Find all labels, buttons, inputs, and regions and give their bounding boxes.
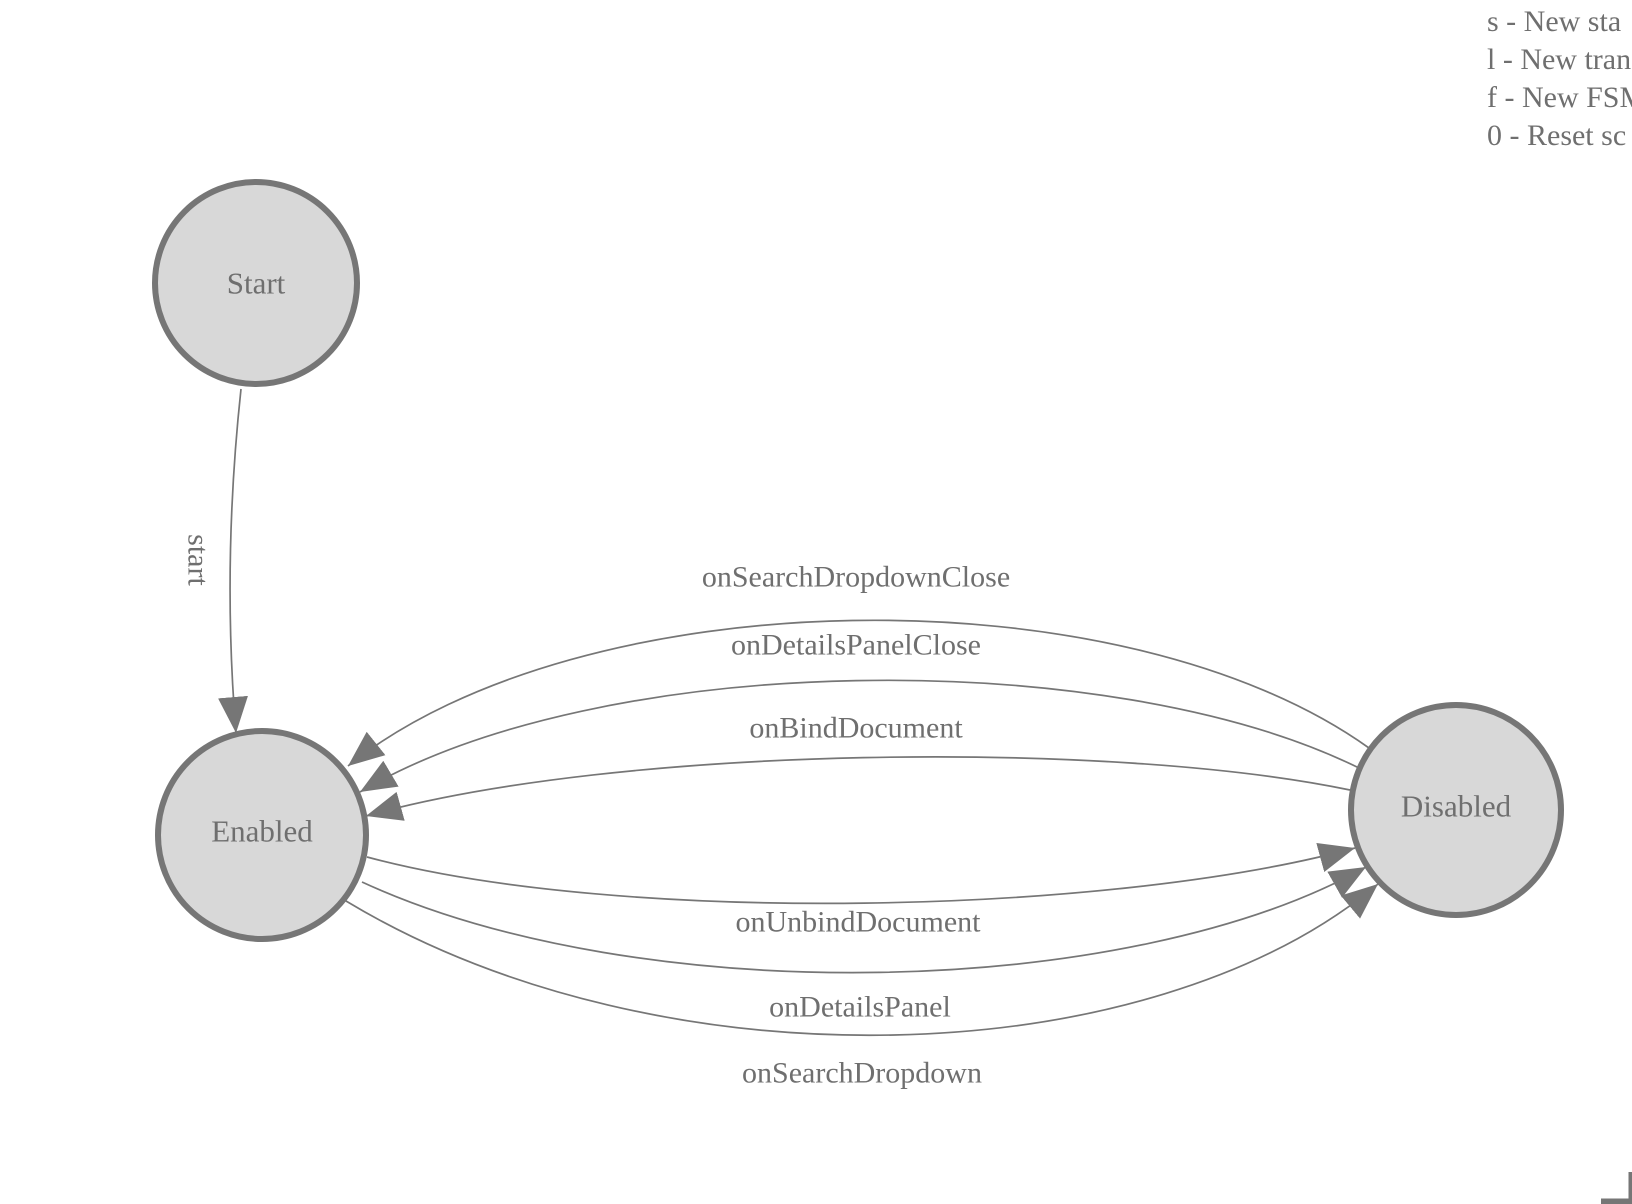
state-node-start[interactable]: Start	[152, 179, 360, 387]
transition-start[interactable]: start	[182, 388, 248, 734]
transition-start-path[interactable]	[218, 388, 248, 734]
transition-onBindDocument[interactable]: onBindDocument	[365, 712, 1351, 821]
transition-start-label: start	[182, 534, 215, 586]
transition-onSearchDropdownClose-path[interactable]	[347, 619, 1370, 767]
transition-onSearchDropdown[interactable]: onSearchDropdown	[345, 883, 1379, 1090]
state-node-disabled[interactable]: Disabled	[1348, 702, 1564, 918]
transition-onSearchDropdown-label: onSearchDropdown	[742, 1057, 982, 1090]
state-circle-start[interactable]	[152, 179, 360, 387]
transition-onDetailsPanelClose[interactable]: onDetailsPanelClose	[359, 629, 1360, 793]
canvas-corner-vertical-bar	[1628, 1172, 1632, 1204]
shortcut-legend: s - New sta l - New tran f - New FSM 0 -…	[1487, 5, 1632, 152]
state-label-disabled: Disabled	[1401, 789, 1512, 824]
transition-onDetailsPanelClose-path[interactable]	[359, 679, 1360, 793]
transition-onDetailsPanel[interactable]: onDetailsPanel	[361, 866, 1367, 1024]
transition-onDetailsPanel-path[interactable]	[361, 866, 1367, 974]
canvas-corner-marker	[1601, 1172, 1632, 1204]
transition-onSearchDropdownClose-label: onSearchDropdownClose	[702, 561, 1010, 594]
transition-onUnbindDocument[interactable]: onUnbindDocument	[366, 843, 1356, 939]
transition-onSearchDropdownClose[interactable]: onSearchDropdownClose	[347, 561, 1370, 767]
legend-line-new-state: s - New sta	[1487, 5, 1621, 38]
canvas-corner-horizontal-bar	[1601, 1198, 1632, 1204]
legend-line-reset: 0 - Reset sc	[1487, 119, 1626, 152]
state-circle-disabled[interactable]	[1348, 702, 1564, 918]
transition-onSearchDropdown-path[interactable]	[345, 883, 1379, 1037]
state-label-enabled: Enabled	[211, 814, 313, 849]
legend-line-new-transition: l - New tran	[1487, 43, 1631, 76]
transition-onDetailsPanel-label: onDetailsPanel	[769, 991, 951, 1024]
state-node-enabled[interactable]: Enabled	[155, 728, 369, 942]
transition-onBindDocument-path[interactable]	[365, 756, 1351, 821]
state-label-start: Start	[227, 266, 286, 301]
transition-onBindDocument-label: onBindDocument	[749, 712, 963, 745]
state-circle-enabled[interactable]	[155, 728, 369, 942]
legend-line-new-fsm: f - New FSM	[1487, 81, 1632, 114]
transition-onUnbindDocument-path[interactable]	[366, 843, 1356, 905]
transition-onUnbindDocument-label: onUnbindDocument	[736, 906, 982, 939]
transition-onDetailsPanelClose-label: onDetailsPanelClose	[731, 629, 981, 662]
